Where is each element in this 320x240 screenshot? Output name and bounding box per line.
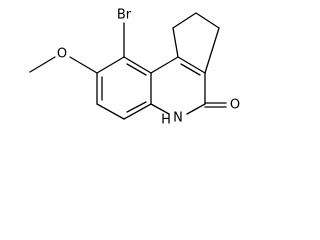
bond [204,27,220,74]
bond [96,56,125,74]
carbonyl-oxygen-label: O [230,98,240,113]
bond [186,103,206,115]
methoxy-oxygen-label: O [57,47,67,62]
cyclopentene-ring [172,12,220,74]
double-bond-inner [180,63,201,76]
bromine-label: Br [117,8,132,23]
bond [29,56,56,73]
carbonyl-group [204,102,227,108]
double-bond-inner [126,101,147,113]
amide-nitrogen-label: N [173,111,183,126]
amide-hydrogen-label: H [161,113,171,128]
double-bond-inner [126,63,147,76]
bond [123,56,152,74]
chemical-structure: Br O N H O [29,8,240,128]
bond [177,56,206,74]
bond [150,103,170,115]
methoxy-group [29,56,98,74]
bond [172,27,179,58]
bond [96,103,125,120]
bond [69,56,98,74]
benzene-ring [96,56,152,120]
bond [195,12,220,29]
bond [150,56,179,74]
bond [123,103,152,120]
pyridinone-ring [150,56,206,115]
bond [172,12,197,29]
